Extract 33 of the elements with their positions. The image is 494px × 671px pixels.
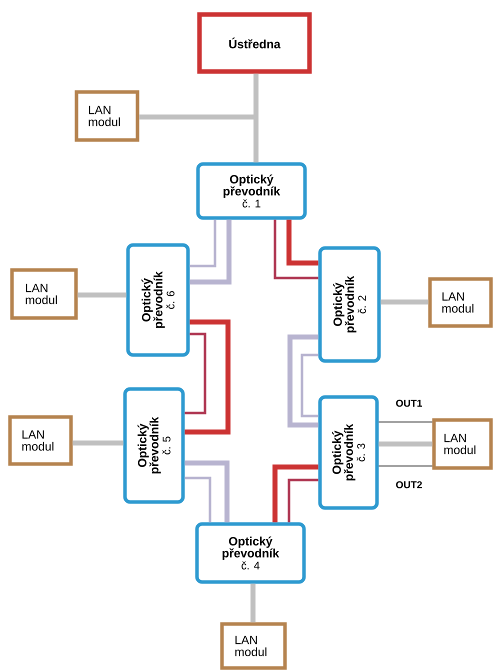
connector-line (380, 300, 428, 304)
converter-box: Optický převodník č. 2 (318, 246, 381, 363)
module-box: LAN modul (432, 418, 493, 470)
connector-line (274, 220, 318, 280)
connector-line (184, 476, 212, 522)
connector-line (184, 332, 206, 414)
connector-line (72, 440, 124, 446)
module-box: LAN modul (8, 415, 73, 466)
converter-box: Optický převodník č. 3 (318, 395, 379, 510)
module-box: LAN modul (74, 90, 140, 142)
module-box: LAN modul (428, 277, 493, 328)
module-box: LAN modul (10, 268, 78, 320)
edge-label: OUT2 (394, 480, 424, 490)
connector-line (300, 354, 318, 418)
converter-box: Optický převodník č. 1 (196, 162, 307, 220)
module-box: LAN modul (220, 622, 287, 670)
connector-line (378, 442, 432, 446)
connector-line (272, 464, 318, 522)
converter-box: Optický převodník č. 5 (123, 387, 185, 504)
connector-line (250, 584, 256, 622)
connector-line (78, 292, 126, 298)
converter-box: Optický převodník č. 4 (195, 522, 306, 584)
connector-line (190, 220, 216, 268)
converter-box: Optický převodník č. 6 (126, 243, 190, 357)
connector-line (288, 334, 318, 428)
connector-line (286, 220, 318, 266)
connector-line (184, 320, 230, 434)
control-unit-box: Ústředna (197, 12, 312, 74)
connector-line (190, 220, 232, 284)
connector-line (288, 478, 318, 522)
edge-label: OUT1 (394, 398, 424, 408)
connector-line (184, 460, 230, 522)
connector-line (139, 114, 258, 162)
